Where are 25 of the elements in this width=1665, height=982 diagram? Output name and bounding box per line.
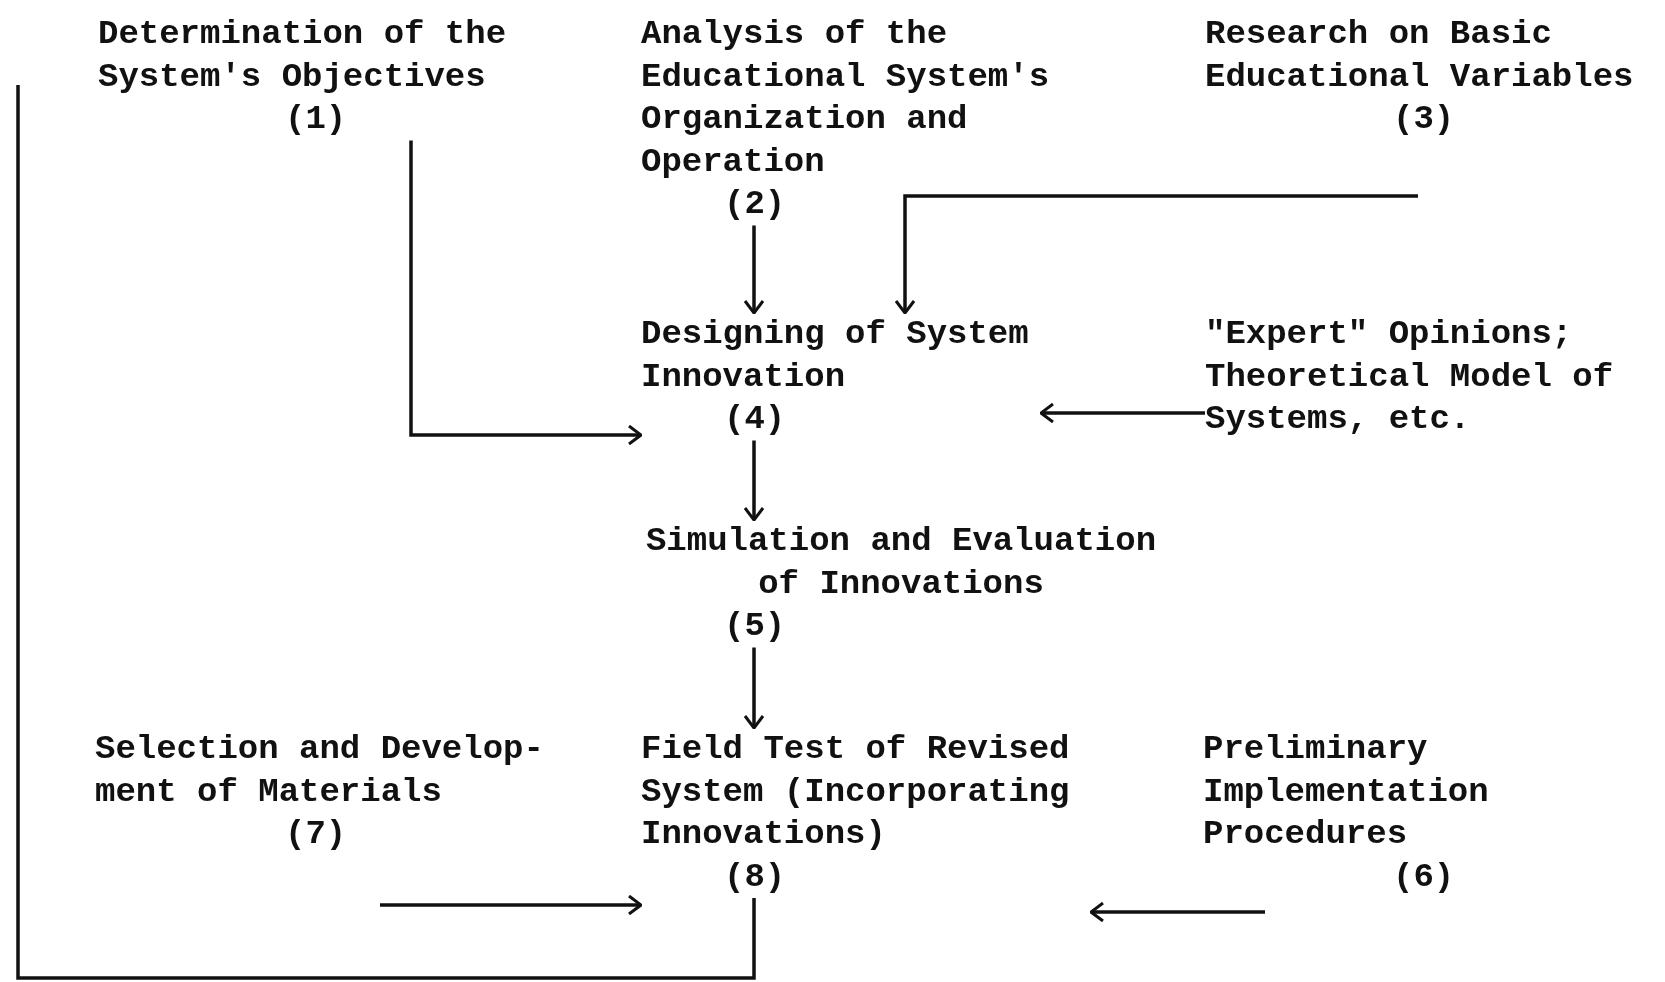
step-text: Research on Basic Educational Variables [1205,14,1635,98]
arrow [743,225,765,315]
step-number: (3) [1393,100,1455,138]
arrow [1039,402,1205,424]
arrow [1089,901,1265,923]
step-text: Designing of System Innovation [641,314,1030,398]
step-text: Preliminary Implementation Procedures [1203,729,1490,855]
step-text: Determination of the System's Objectives [98,14,508,98]
arrow [380,894,643,916]
step-text: "Expert" Opinions; Theoretical Model of Systems, etc. [1205,314,1615,440]
arrow [743,647,765,730]
step-number: (2) [724,185,786,223]
step-number: (6) [1393,857,1455,896]
arrow [409,140,643,446]
step-number: (5) [724,607,786,645]
arrow [743,440,765,522]
step-number: (1) [285,100,347,138]
step-number: (8) [724,857,786,896]
step-text: Field Test of Revised System (Incorporating Innovations) [641,729,1071,855]
step-text: Analysis of the Educational System's Organization and Operation [641,14,1051,183]
step-number: (7) [285,815,347,853]
arrow [894,194,1418,315]
step-text: Selection and Develop- ment of Materials [95,729,545,813]
step-number: (4) [724,400,786,438]
step-text: Simulation and Evaluation of Innovations [644,521,1158,605]
